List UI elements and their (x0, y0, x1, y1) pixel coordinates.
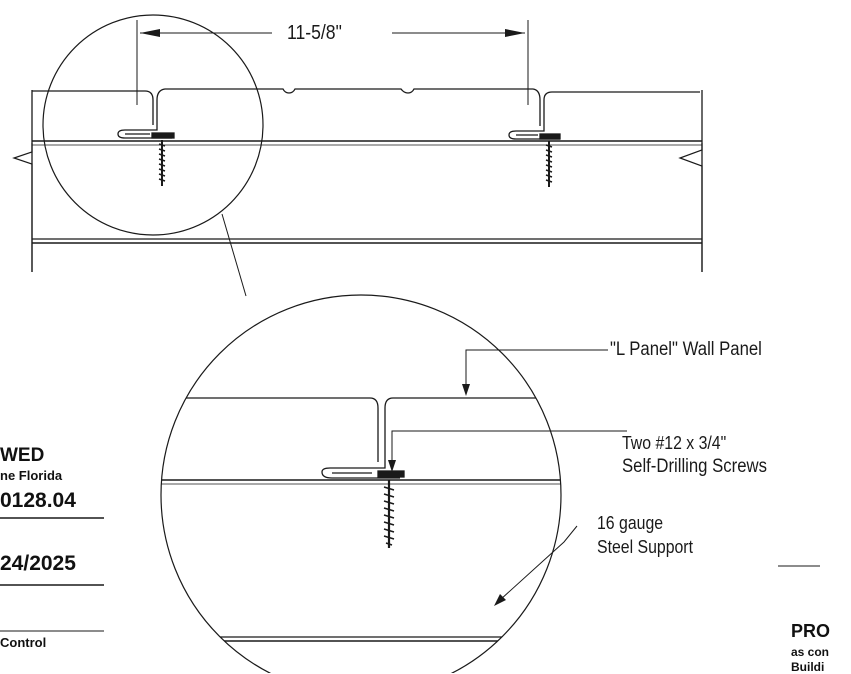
screw-left-top (158, 139, 166, 187)
stamp-left-date: 24/2025 (0, 552, 76, 575)
wall-panel-detail (161, 397, 561, 462)
stamp-rules (0, 517, 104, 632)
enlarged-detail (161, 397, 561, 642)
detail-bubble-small (42, 14, 264, 236)
steel-support-detail (161, 479, 561, 642)
stamp-left-title: WED (0, 445, 45, 466)
callout-leaders (388, 349, 820, 606)
detail-leader (221, 213, 247, 297)
screw-right-top (545, 140, 553, 188)
break-line-right (678, 143, 703, 272)
dimension-label: 11-5/8" (287, 22, 342, 44)
clip-left-top (117, 125, 175, 139)
detail-bubble-large (160, 294, 562, 673)
screws-label-line2: Self-Drilling Screws (622, 456, 767, 477)
stamp-right-line2: Buildi (791, 660, 825, 674)
stamp-left-subtitle: ne Florida (0, 468, 63, 483)
stamp-left-footer: Control (0, 635, 47, 650)
top-section-view (12, 14, 703, 297)
support-label-line2: Steel Support (597, 537, 693, 557)
break-line-left (12, 143, 33, 272)
wall-panel-label: "L Panel" Wall Panel (610, 339, 762, 360)
screw-detail (383, 480, 395, 548)
clip-right-top (508, 127, 561, 140)
steel-support-top (32, 140, 702, 244)
screws-label-line1: Two #12 x 3/4" (622, 433, 727, 453)
stamp-right-title: PRO (791, 621, 831, 641)
support-label-line1: 16 gauge (597, 513, 664, 533)
clip-detail (321, 462, 405, 479)
dimension-line (136, 20, 529, 105)
wall-panel-top (31, 88, 703, 272)
stamp-left-number: 0128.04 (0, 489, 76, 512)
stamp-right-line1: as con (791, 645, 830, 659)
